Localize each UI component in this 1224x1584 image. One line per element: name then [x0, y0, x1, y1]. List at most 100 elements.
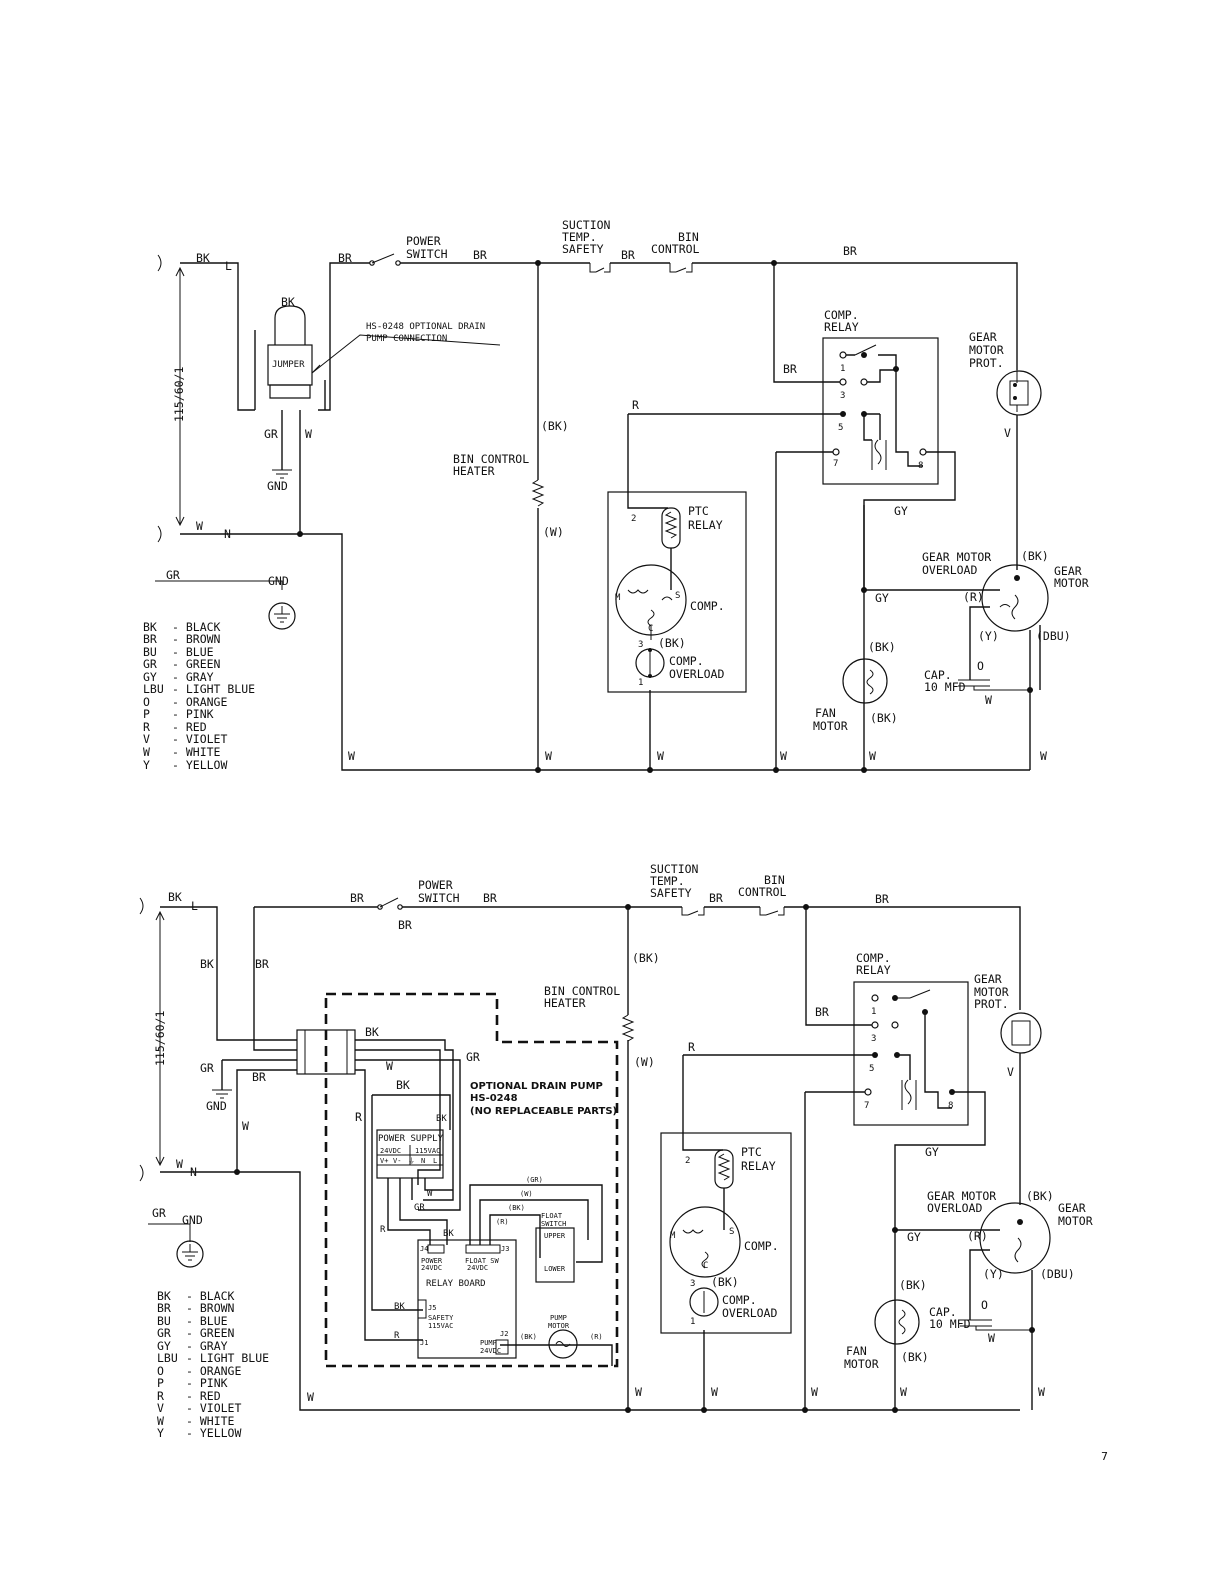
- suction-label: TEMP.: [650, 874, 685, 888]
- legend-code: V: [143, 732, 150, 746]
- legend-code: BU: [143, 645, 157, 659]
- legend-name: - YELLOW: [172, 758, 227, 772]
- wire-label: W: [305, 427, 312, 441]
- color-legend-2: BK- BLACK BR- BROWN BU- BLUE GR- GREEN G…: [157, 1289, 269, 1440]
- gear-prot-label: MOTOR: [969, 343, 1004, 357]
- gear-overload-label: OVERLOAD: [927, 1201, 982, 1215]
- legend-name: - LIGHT BLUE: [172, 682, 255, 696]
- j5-label: SAFETY: [428, 1314, 454, 1322]
- wire-label: R: [355, 1110, 362, 1124]
- drain-pump-title: OPTIONAL DRAIN PUMP: [470, 1081, 603, 1092]
- legend-code: BR: [157, 1301, 171, 1315]
- relay-board-label: RELAY BOARD: [426, 1279, 486, 1289]
- legend-code: LBU: [157, 1351, 178, 1365]
- ps-term: N: [421, 1157, 425, 1165]
- diagram-1: BK L BK JUMPER HS-0248 OPTIONAL DRAIN PU…: [155, 218, 1089, 773]
- wire-label: (BK): [541, 419, 569, 433]
- comp-relay-label: RELAY: [824, 320, 859, 334]
- gear-motor-label: MOTOR: [1058, 1214, 1093, 1228]
- legend-name: - YELLOW: [186, 1426, 241, 1440]
- j2-label: 24VDC: [480, 1347, 501, 1355]
- gear-prot-label: PROT.: [974, 997, 1009, 1011]
- wire-label: R: [380, 1225, 386, 1235]
- diagram-2: BK L 115/60/1 BK BR GR BR GND W W N BR P…: [139, 862, 1093, 1413]
- legend-name: - RED: [186, 1389, 221, 1403]
- wire-label: L: [191, 899, 198, 913]
- gear-overload-label: OVERLOAD: [922, 563, 977, 577]
- terminal: 3: [840, 391, 845, 401]
- terminal: 1: [690, 1317, 695, 1327]
- wire-label: (W): [634, 1055, 655, 1069]
- wire-label: V: [1007, 1065, 1014, 1079]
- wire-label: (R): [590, 1333, 603, 1341]
- legend-code: W: [157, 1414, 164, 1428]
- wire-label: (W): [543, 525, 564, 539]
- j4-label: J4: [420, 1245, 428, 1253]
- power-switch-label: SWITCH: [406, 247, 448, 261]
- wire-label: (BK): [1021, 549, 1049, 563]
- wire-label: BR: [398, 918, 412, 932]
- wire-label: BR: [350, 891, 364, 905]
- wire-label: GR: [166, 568, 180, 582]
- bin-heater-label: HEATER: [544, 996, 586, 1010]
- wire-label: GY: [925, 1145, 939, 1159]
- legend-name: - VIOLET: [172, 732, 227, 746]
- wire-label: R: [688, 1040, 695, 1054]
- overload-label: COMP.: [722, 1293, 757, 1307]
- bin-heater-label: BIN CONTROL: [544, 984, 620, 998]
- wire-label: GR: [152, 1206, 166, 1220]
- gear-prot-label: PROT.: [969, 356, 1004, 370]
- wire-label: W: [988, 1331, 995, 1345]
- terminal: 2: [631, 514, 636, 524]
- terminal: C: [648, 624, 653, 634]
- wire-label: BR: [483, 891, 497, 905]
- terminal: 1: [840, 364, 845, 374]
- wire-label: W: [711, 1385, 718, 1399]
- wire-label: BR: [783, 362, 797, 376]
- terminal: M: [615, 593, 621, 603]
- legend-code: R: [157, 1389, 164, 1403]
- suction-label: SUCTION: [562, 218, 611, 232]
- terminal: 3: [871, 1034, 876, 1044]
- wire-label: (BK): [1026, 1189, 1054, 1203]
- j2-label: J2: [500, 1330, 508, 1338]
- terminal: 8: [918, 461, 923, 471]
- legend-name: - WHITE: [186, 1414, 235, 1428]
- legend-code: GR: [157, 1326, 171, 1340]
- power-switch-label: POWER: [406, 234, 441, 248]
- wire-label: BK: [365, 1025, 379, 1039]
- legend-code: GR: [143, 657, 157, 671]
- wire-label: GR: [200, 1061, 214, 1075]
- legend-code: R: [143, 720, 150, 734]
- gnd-label: GND: [182, 1213, 203, 1227]
- float-switch-label: SWITCH: [541, 1220, 566, 1228]
- wire-label: BR: [252, 1070, 266, 1084]
- float-switch-label: FLOAT: [541, 1212, 563, 1220]
- ps-term: V-: [393, 1157, 401, 1165]
- wire-label: BK: [396, 1078, 410, 1092]
- wire-label: BR: [875, 892, 889, 906]
- wire-label: (BK): [711, 1275, 739, 1289]
- wire-label: (GR): [526, 1176, 543, 1184]
- wire-label: W: [985, 693, 992, 707]
- comp-relay-label: COMP.: [856, 951, 891, 965]
- terminal: 1: [638, 678, 643, 688]
- legend-name: - VIOLET: [186, 1401, 241, 1415]
- power-switch-label: SWITCH: [418, 891, 460, 905]
- wire-label: W: [780, 749, 787, 763]
- ps-term: ⏚: [408, 1157, 415, 1165]
- wire-label: (R): [496, 1218, 509, 1226]
- comp-relay-label: COMP.: [824, 308, 859, 322]
- ps-term: V+: [380, 1157, 388, 1165]
- comp-relay-label: RELAY: [856, 963, 891, 977]
- wire-label: BR: [815, 1005, 829, 1019]
- legend-name: - GREEN: [186, 1326, 235, 1340]
- drain-pump-model: HS-0248: [470, 1093, 518, 1104]
- bin-control-label: CONTROL: [651, 242, 700, 256]
- wire-label: BR: [338, 251, 352, 265]
- wire-label: W: [657, 749, 664, 763]
- wire-label: (BK): [520, 1333, 537, 1341]
- legend-code: Y: [157, 1426, 164, 1440]
- legend-name: - BROWN: [172, 632, 221, 646]
- wire-label: GR: [414, 1203, 425, 1213]
